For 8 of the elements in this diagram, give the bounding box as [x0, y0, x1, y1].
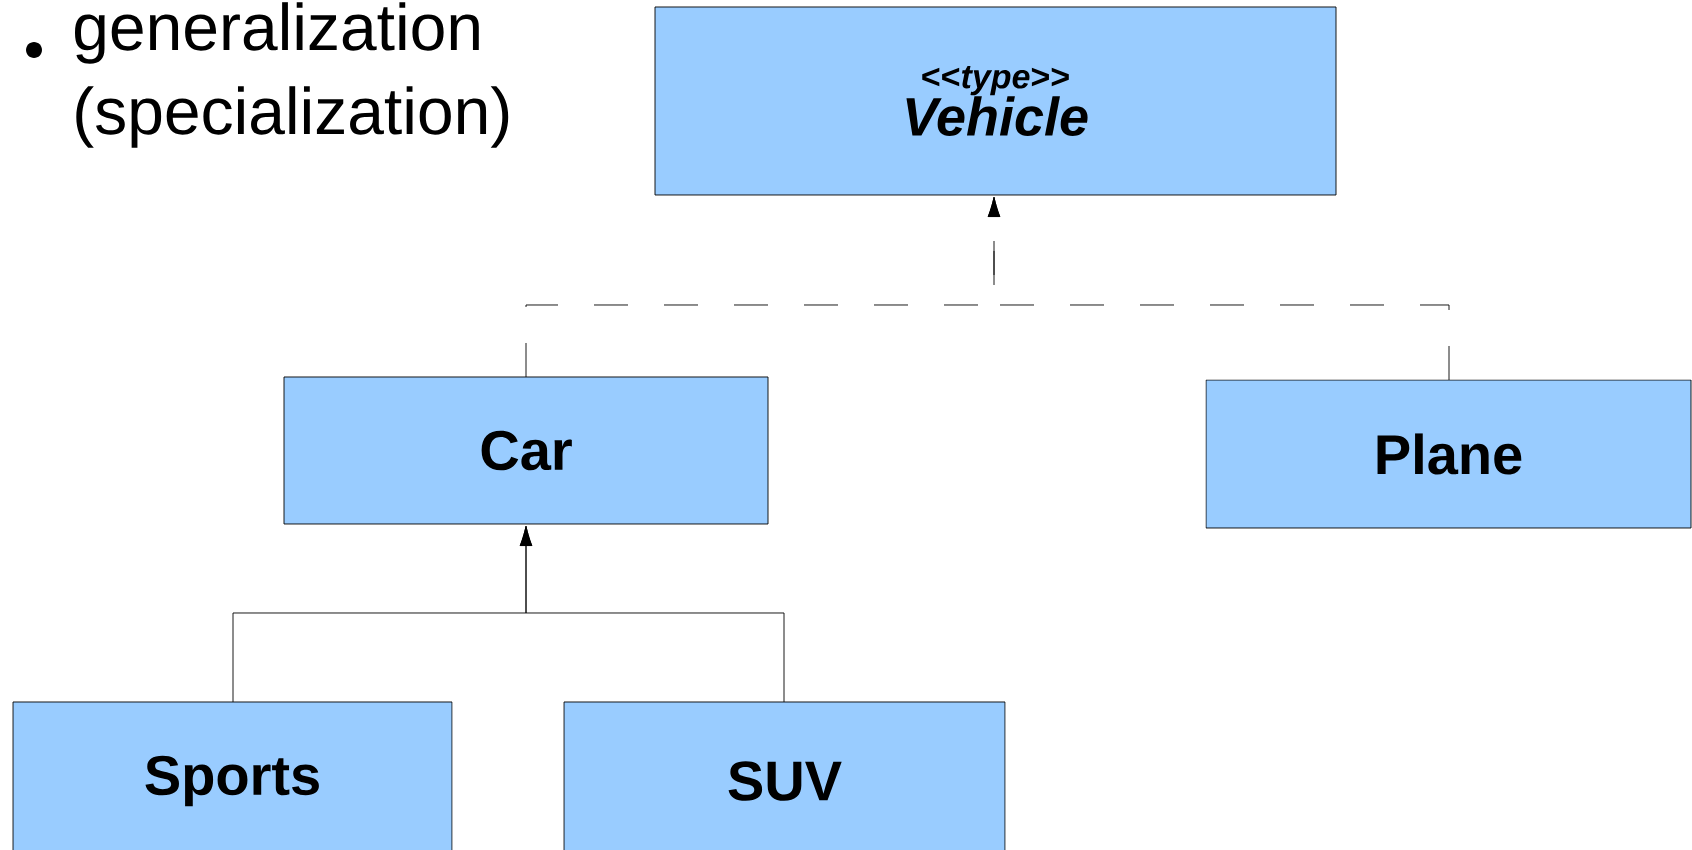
class-box: Car	[283, 376, 769, 525]
class-box: <<type>> Vehicle	[654, 6, 1337, 196]
bullet-text: generalization (specialization)	[75, 2, 509, 148]
arrow	[987, 196, 1450, 381]
class-box: SUV	[563, 701, 1006, 850]
class-box: Plane	[1205, 379, 1692, 529]
class-box: Sports	[12, 701, 453, 850]
arrow	[519, 525, 785, 703]
